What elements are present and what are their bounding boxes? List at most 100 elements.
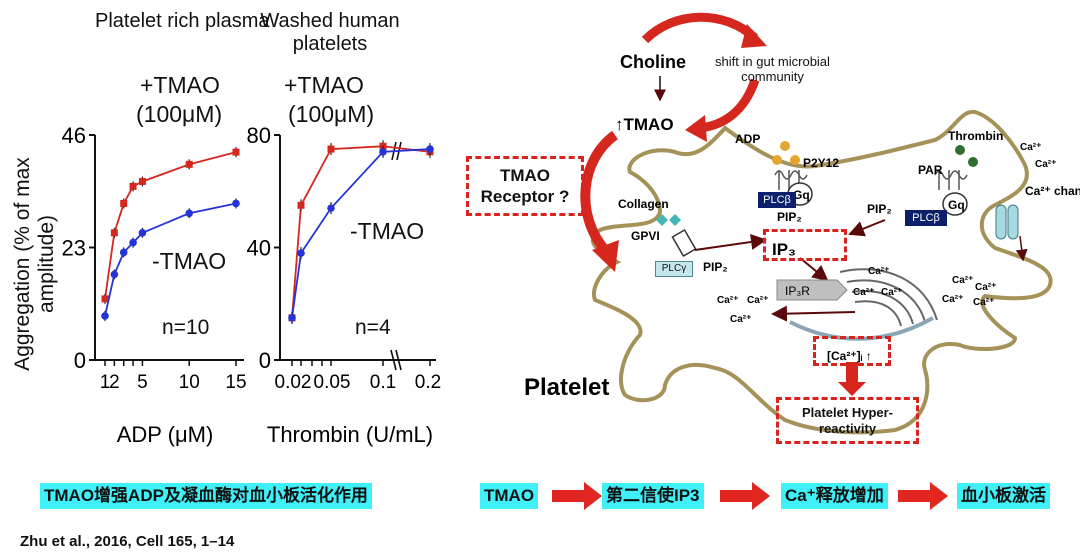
chart1-minus-tmao-label: -TMAO — [152, 248, 227, 274]
microbe-arrow-head — [685, 115, 707, 142]
chart1-point — [110, 270, 119, 279]
chart1-y-tick-label: 0 — [74, 348, 86, 373]
chart2-minus-tmao-label: -TMAO — [350, 218, 425, 244]
chart2-point — [327, 145, 335, 153]
choline-label: Choline — [620, 52, 686, 72]
chart1-point — [185, 209, 194, 218]
ca-channel-label: Ca²⁺ channel — [1025, 184, 1080, 198]
ip3-to-er-arrow — [799, 257, 829, 282]
ca-ion-label: Ca²⁺ — [730, 314, 751, 325]
gq-right-label: Gq — [948, 198, 965, 212]
ca-channel-arrow — [1015, 235, 1028, 262]
chart2-x-tick-label: 0.05 — [314, 372, 351, 393]
chart1-point — [110, 229, 118, 237]
chart1-point — [101, 312, 109, 320]
adp-dot — [772, 155, 782, 165]
chart1-series-line — [104, 151, 237, 299]
chart2-x-tick-label: 0.02 — [275, 372, 312, 393]
chart2-x-label: Thrombin (U/mL) — [267, 422, 433, 447]
flow-step-ip3: 第二信使IP3 — [602, 483, 704, 509]
chart2-point — [327, 204, 335, 212]
ca-channel-shape — [1007, 204, 1019, 240]
chart1-point — [185, 160, 193, 168]
pip2-bottom-label: PIP₂ — [703, 260, 728, 274]
chart1-point — [129, 238, 137, 247]
pip2-to-ip3-arrow — [694, 234, 767, 251]
chart2-y-tick-label: 0 — [259, 348, 271, 373]
microbe-return-arrow — [699, 78, 760, 133]
p2y12-label: P2Y12 — [803, 156, 839, 170]
chart1-x-tick-label: 5 — [137, 372, 148, 393]
pip2-right-to-ip3-arrow — [848, 219, 886, 237]
chart2-point — [297, 201, 305, 209]
chart2-conc-label: (100μM) — [288, 101, 375, 127]
gpvi-label: GPVI — [631, 229, 660, 243]
chart2-x-tick-label: 0.2 — [415, 372, 441, 393]
chart2-point — [288, 314, 296, 322]
adp-dot — [790, 155, 800, 165]
hyper-down-arrow — [846, 362, 858, 384]
p2y12-receptor — [774, 170, 808, 190]
collagen-diamond — [656, 214, 668, 226]
ca-i-label: [Ca²⁺]ᵢ ↑ — [827, 349, 872, 363]
chart2-series-line — [291, 148, 431, 318]
ca-ion-label: Ca²⁺ — [853, 287, 874, 298]
gut-shift-label: shift in gut microbial community — [715, 54, 830, 84]
chart1-plus-tmao-label: +TMAO — [140, 72, 220, 98]
ca-ion-label: Ca²⁺ — [717, 295, 738, 306]
platelet-label: Platelet — [524, 374, 609, 401]
par-label: PAR — [918, 163, 943, 177]
ip3-label: IP₃ — [772, 240, 796, 259]
ca-i-highlight-box — [813, 336, 891, 366]
er-stack — [846, 279, 926, 323]
thrombin-dot — [968, 157, 978, 167]
ip3r-label: IP₃R — [785, 284, 810, 298]
ca-release-arrow — [771, 305, 856, 322]
thrombin-dot — [955, 145, 965, 155]
chart2-n-label: n=4 — [355, 316, 391, 339]
chart1-x-tick-label: 1 — [100, 372, 111, 393]
chart2-point — [297, 249, 305, 257]
flow-arrows — [552, 482, 948, 510]
ca-ion-label: Ca²⁺ — [973, 297, 994, 308]
chart2-point — [426, 145, 434, 153]
pathway-diagram: Choline ↑TMAO ADP P2Y12 Thrombin PAR Ca²… — [524, 12, 1080, 435]
ca-ion-label: Ca²⁺ — [881, 287, 902, 298]
pip2-top-label: PIP₂ — [777, 210, 802, 224]
chart1-n-label: n=10 — [162, 316, 210, 339]
er-stack — [854, 300, 902, 327]
chart1-point — [101, 295, 109, 303]
flow-step-activation: 血小板激活 — [957, 483, 1050, 509]
chart1-point — [232, 199, 240, 208]
left-caption: TMAO增强ADP及凝血酶对血小板活化作用 — [40, 483, 372, 509]
chart1-point — [138, 229, 147, 237]
chart1-title: Platelet rich plasma — [95, 10, 270, 32]
ca-ion-label: Ca²⁺ — [747, 295, 768, 306]
flow-step-ca: Ca⁺释放增加 — [781, 483, 888, 509]
chart1-series-line — [104, 202, 237, 317]
er-stack — [839, 268, 938, 321]
chart2-title: Washed human platelets — [260, 10, 400, 55]
chart2-axis-break — [390, 349, 397, 371]
pip2-right-label: PIP₂ — [867, 202, 892, 216]
gq-left-label: Gq — [793, 188, 810, 202]
par-receptor — [934, 170, 968, 190]
choline-flow-arrow — [641, 12, 759, 44]
plcy-box: PLCγ — [655, 261, 693, 277]
chart1-x-tick-label: 2 — [109, 372, 120, 393]
thrombin-label: Thrombin — [948, 129, 1003, 143]
chart1-point — [138, 177, 146, 185]
ca-ion-label: Ca²⁺ — [942, 294, 963, 305]
chart2-axis-break — [395, 349, 402, 371]
ip3-highlight-box — [763, 229, 847, 261]
chart1-x-tick-label: 10 — [179, 372, 200, 393]
flow-arrow-2 — [720, 482, 770, 510]
hyper-reactivity-box: Platelet Hyper-reactivity — [776, 397, 919, 444]
gq-right — [942, 192, 968, 216]
tmao-receptor-box: TMAO Receptor ? — [466, 156, 584, 216]
chart1-point — [119, 248, 128, 257]
chart1-conc-label: (100μM) — [136, 101, 223, 127]
ip3r-shape — [776, 279, 848, 301]
